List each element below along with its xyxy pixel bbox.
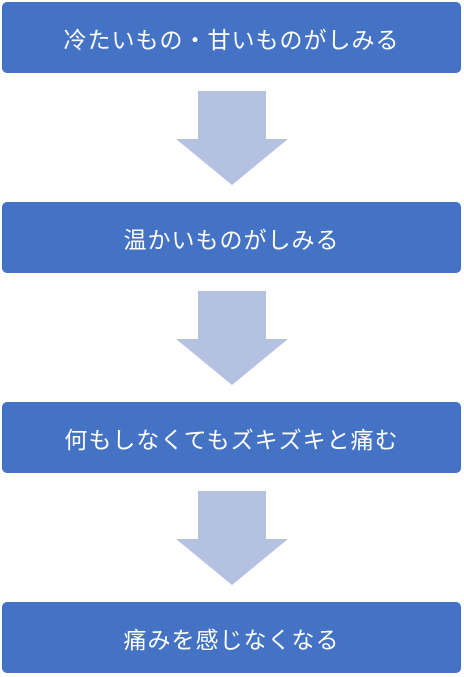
flow-step-3-label: 何もしなくてもズキズキと痛む [64,427,399,454]
down-arrow-icon-2 [176,291,288,385]
flow-step-2: 温かいものがしみる [2,202,461,273]
down-arrow-shape [176,491,288,585]
flow-step-1: 冷たいもの・甘いものがしみる [2,2,461,73]
flow-step-2-label: 温かいものがしみる [123,227,340,254]
down-arrow-icon-1 [176,91,288,185]
down-arrow-icon-3 [176,491,288,585]
down-arrow-shape [176,291,288,385]
down-arrow-shape [176,91,288,185]
flow-step-3: 何もしなくてもズキズキと痛む [2,402,461,473]
flow-step-1-label: 冷たいもの・甘いものがしみる [63,27,400,54]
flow-step-4-label: 痛みを感じなくなる [123,627,340,654]
flow-step-4: 痛みを感じなくなる [2,602,461,673]
